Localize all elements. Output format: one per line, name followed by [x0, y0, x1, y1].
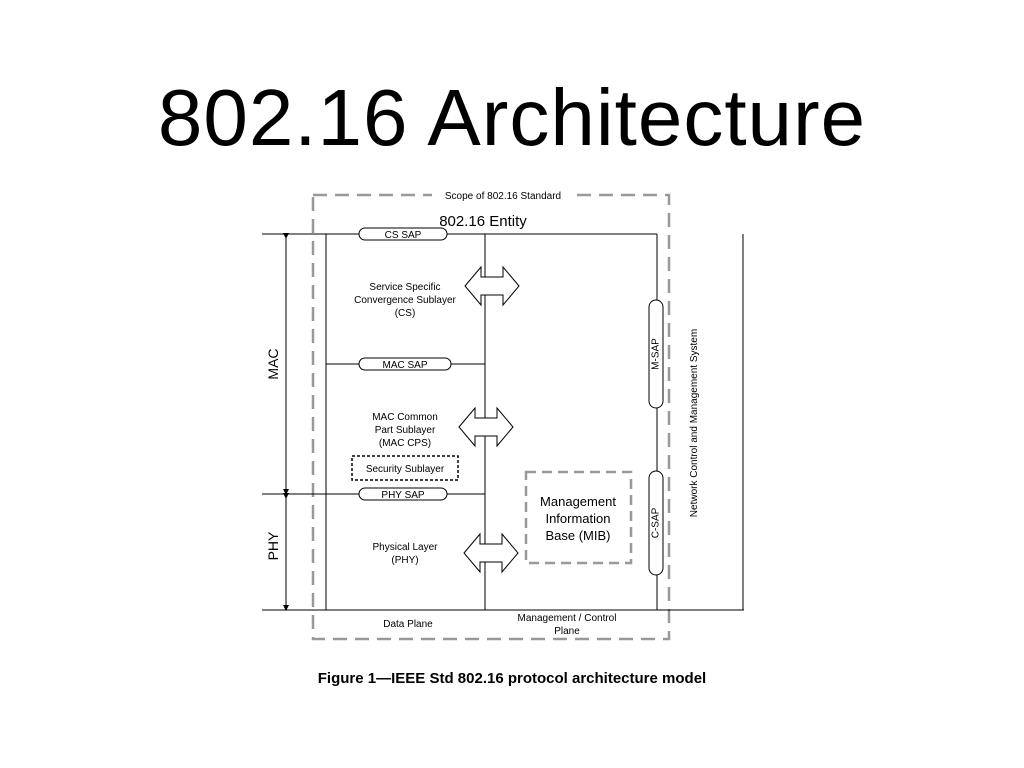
- svg-text:MAC Common: MAC Common: [372, 412, 438, 423]
- svg-text:Convergence Sublayer: Convergence Sublayer: [354, 295, 456, 306]
- network-system-label: Network Control and Management System: [689, 329, 700, 517]
- svg-text:Management: Management: [540, 494, 616, 509]
- svg-text:Plane: Plane: [554, 626, 580, 637]
- m-sap: M-SAP: [648, 299, 664, 409]
- svg-text:(PHY): (PHY): [391, 555, 418, 566]
- svg-text:CS SAP: CS SAP: [385, 230, 422, 241]
- entity-label: 802.16 Entity: [439, 213, 527, 230]
- svg-text:Information: Information: [545, 511, 610, 526]
- figure-caption: Figure 1—IEEE Std 802.16 protocol archit…: [317, 670, 707, 687]
- phy-sap: PHY SAP: [358, 487, 448, 501]
- mac-cps-double-arrow: [458, 406, 514, 448]
- cs-layer-label: Service Specific Convergence Sublayer (C…: [354, 282, 456, 319]
- phy-side-label: PHY: [265, 531, 281, 560]
- management-control-plane-label: Management / Control Plane: [518, 613, 617, 637]
- slide-title: 802.16 Architecture: [157, 73, 867, 162]
- security-sublayer: Security Sublayer: [351, 455, 459, 481]
- svg-text:M-SAP: M-SAP: [651, 338, 662, 370]
- svg-text:(CS): (CS): [395, 308, 416, 319]
- svg-text:Base (MIB): Base (MIB): [545, 528, 610, 543]
- scope-label: Scope of 802.16 Standard: [445, 191, 561, 202]
- svg-text:PHY SAP: PHY SAP: [381, 490, 424, 501]
- phy-double-arrow: [463, 532, 519, 574]
- svg-text:Service Specific: Service Specific: [369, 282, 440, 293]
- svg-text:MAC SAP: MAC SAP: [382, 360, 427, 371]
- svg-text:(MAC CPS): (MAC CPS): [379, 438, 431, 449]
- svg-text:Security Sublayer: Security Sublayer: [366, 464, 445, 475]
- cs-sap: CS SAP: [358, 227, 448, 241]
- svg-text:Physical Layer: Physical Layer: [372, 542, 438, 553]
- mac-cps-layer-label: MAC Common Part Sublayer (MAC CPS): [372, 412, 438, 449]
- scope-boundary: [311, 193, 671, 641]
- mac-side-label: MAC: [265, 348, 281, 379]
- data-plane-label: Data Plane: [383, 619, 433, 630]
- cs-double-arrow: [464, 265, 520, 307]
- svg-text:Management / Control: Management / Control: [518, 613, 617, 624]
- svg-text:C-SAP: C-SAP: [651, 507, 662, 538]
- phy-layer-label: Physical Layer (PHY): [372, 542, 438, 566]
- mac-sap: MAC SAP: [358, 357, 452, 371]
- svg-text:Part Sublayer: Part Sublayer: [375, 425, 436, 436]
- c-sap: C-SAP: [648, 470, 664, 576]
- mib-box: Management Information Base (MIB): [524, 470, 633, 565]
